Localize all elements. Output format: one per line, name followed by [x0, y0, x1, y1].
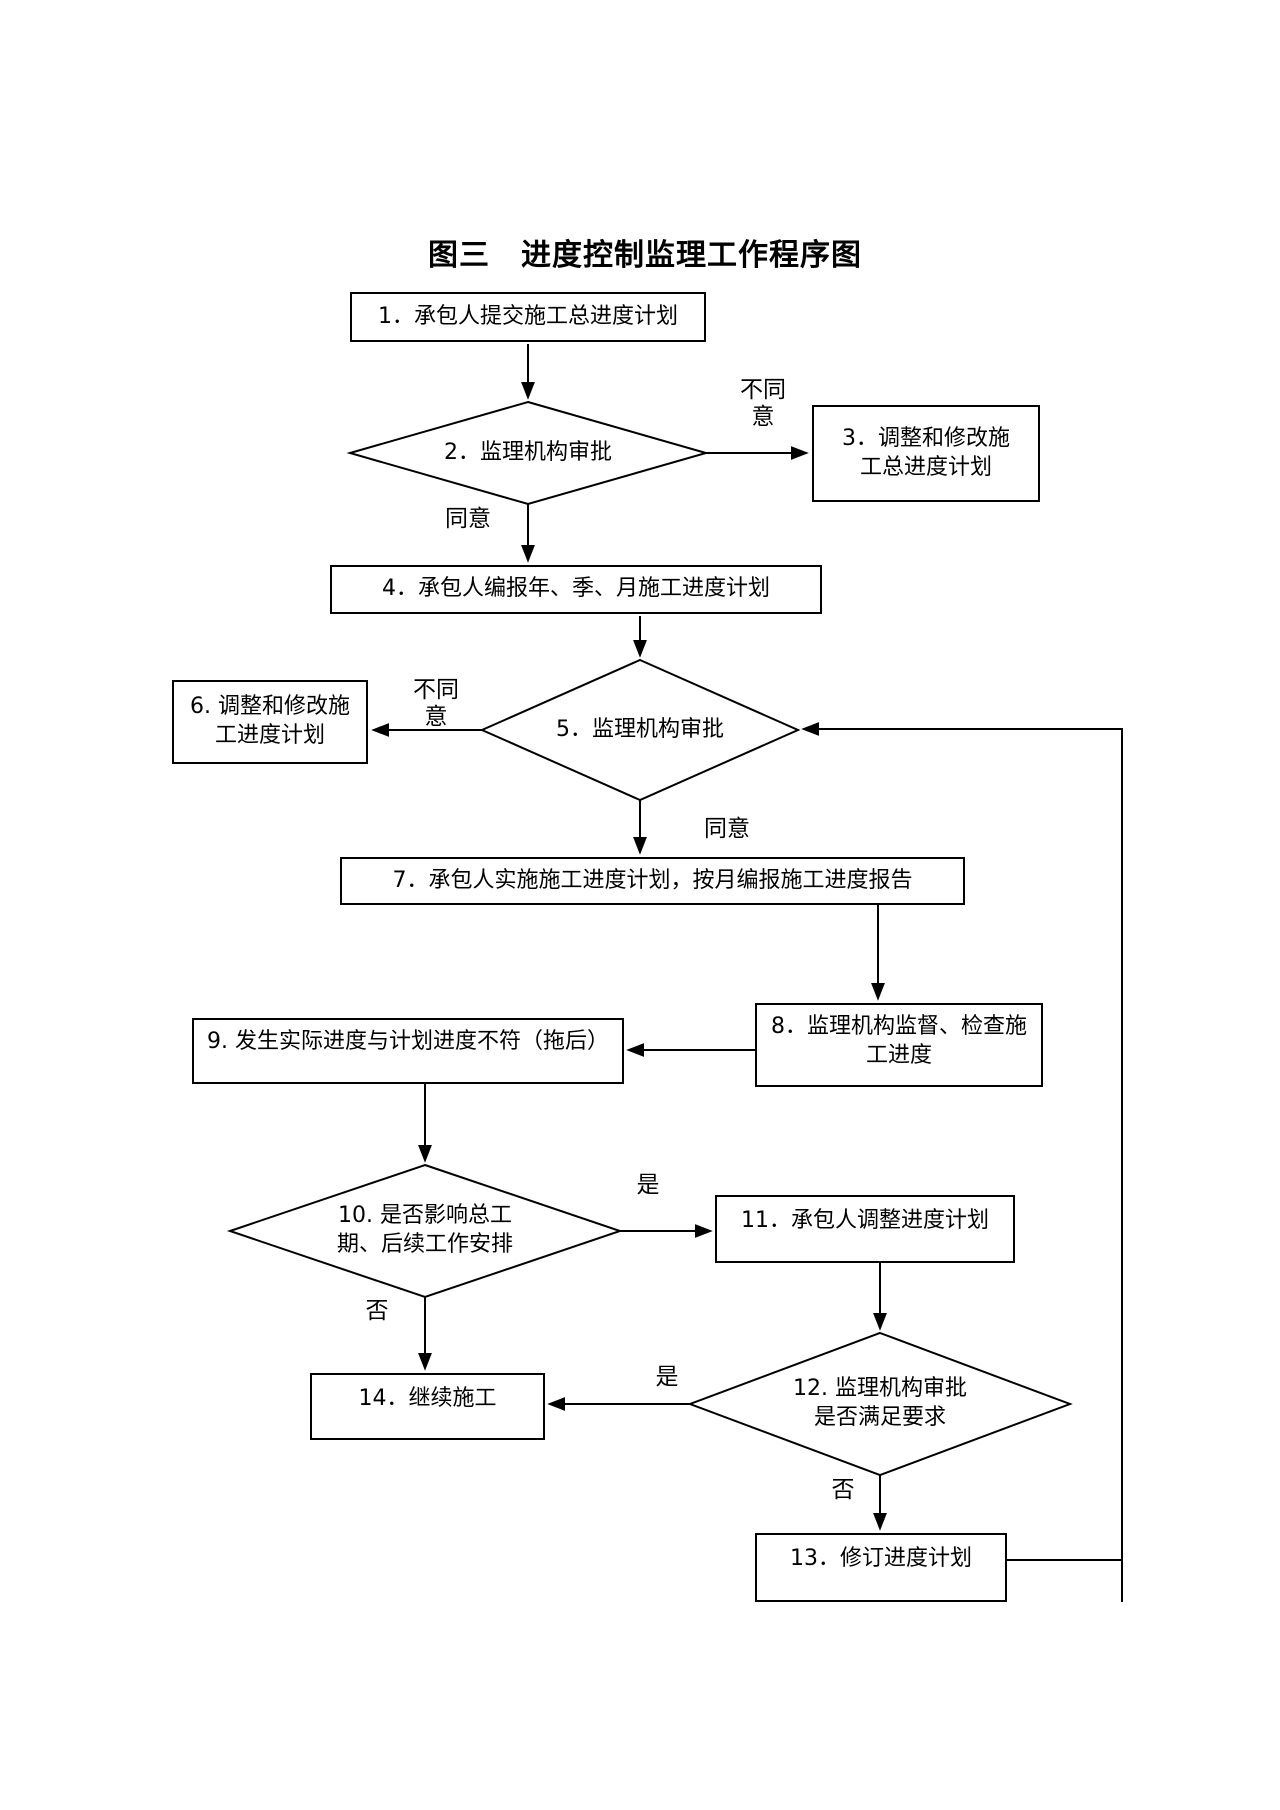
flow-node-7: 7．承包人实施施工进度计划，按月编报施工进度报告: [340, 857, 965, 905]
decision-diamond-12: [687, 1331, 1073, 1477]
flow-node-1: 1．承包人提交施工总进度计划: [350, 292, 706, 342]
flow-node-14: 14．继续施工: [310, 1373, 545, 1440]
branch-label-no-10: 否: [365, 1298, 389, 1324]
decision-diamond-5: [479, 658, 801, 802]
branch-label-agree-5: 同意: [704, 816, 750, 842]
flow-node-11: 11．承包人调整进度计划: [715, 1195, 1015, 1263]
flow-node-6: 6. 调整和修改施 工进度计划: [172, 680, 368, 764]
diagram-title: 图三 进度控制监理工作程序图: [428, 238, 862, 273]
arrow-n13-feedback-to-d5: [804, 729, 1123, 1602]
branch-label-disagree-2: 不同 意: [717, 377, 809, 431]
branch-label-disagree-5-line1: 不同: [413, 677, 459, 703]
branch-label-no-12: 否: [831, 1477, 855, 1503]
decision-diamond-10: [226, 1163, 624, 1299]
flow-node-3-line2: 工总进度计划: [859, 454, 992, 480]
flow-node-3: 3．调整和修改施 工总进度计划: [812, 405, 1040, 502]
flow-node-4: 4．承包人编报年、季、月施工进度计划: [330, 565, 822, 614]
flow-node-8-line2: 工进度: [865, 1042, 932, 1068]
decision-diamond-2: [346, 400, 710, 506]
branch-label-disagree-2-line1: 不同: [740, 377, 786, 403]
flow-node-13: 13．修订进度计划: [755, 1533, 1007, 1602]
branch-label-yes-12: 是: [655, 1364, 679, 1390]
flow-node-6-line2: 工进度计划: [214, 723, 325, 748]
flow-node-8: 8．监理机构监督、检查施 工进度: [755, 1003, 1043, 1087]
flow-node-6-line1: 6. 调整和修改施: [190, 694, 350, 720]
branch-label-yes-10: 是: [636, 1172, 660, 1198]
flow-node-3-line1: 3．调整和修改施: [842, 425, 1010, 451]
branch-label-agree-2: 同意: [445, 506, 491, 532]
flow-node-8-line1: 8．监理机构监督、检查施: [771, 1014, 1027, 1039]
branch-label-disagree-5-line2: 意: [424, 704, 448, 731]
flow-node-9: 9. 发生实际进度与计划进度不符（拖后）: [192, 1018, 624, 1084]
branch-label-disagree-2-line2: 意: [751, 404, 775, 431]
branch-label-disagree-5: 不同 意: [390, 677, 482, 731]
